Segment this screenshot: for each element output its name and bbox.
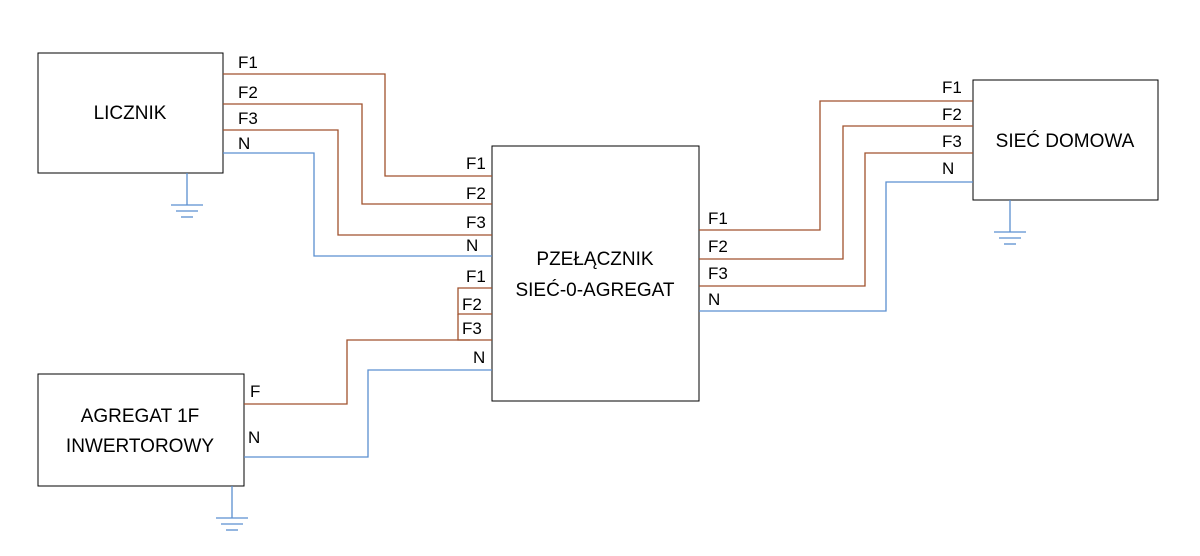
licznik-f2-label: F2 [238, 83, 258, 102]
switch-in2-n-label: N [473, 348, 485, 367]
agregat-ground-icon [216, 486, 248, 531]
siec-n-label: N [942, 159, 954, 178]
agregat-label-line1: AGREGAT 1F [81, 406, 200, 427]
siec-f1-label: F1 [942, 78, 962, 97]
switch-out-f2-label: F2 [708, 237, 728, 256]
switch-f3-wire [699, 152, 973, 287]
switch-in-n-label: N [466, 236, 478, 255]
switch-in-f1-label: F1 [466, 154, 486, 173]
licznik-n-label: N [238, 134, 250, 153]
switch-in-f3-label: F3 [466, 213, 486, 232]
licznik-box: LICZNIK [37, 52, 224, 174]
licznik-f3-label: F3 [238, 109, 258, 128]
agregat-bridge-f2-f3 [457, 314, 470, 341]
siec-domowa-box: SIEĆ DOMOWA [972, 79, 1159, 201]
licznik-f1-label: F1 [238, 53, 258, 72]
switch-out-n-label: N [708, 290, 720, 309]
switch-in2-f1-label: F1 [466, 267, 486, 286]
switch-in2-f2-label: F2 [462, 295, 482, 314]
switch-f2-wire [699, 125, 973, 260]
agregat-n-label: N [248, 428, 260, 447]
switch-in2-f3-label: F3 [462, 319, 482, 338]
siec-f3-label: F3 [942, 132, 962, 151]
licznik-f1-wire [223, 73, 492, 177]
licznik-f2-wire [223, 103, 492, 205]
agregat-box: AGREGAT 1F INWERTOROWY [37, 373, 245, 487]
switch-label-line1: PZEŁĄCZNIK [536, 249, 654, 270]
switch-n-wire [699, 181, 973, 312]
agregat-f-label: F [250, 382, 260, 401]
siec-domowa-label: SIEĆ DOMOWA [996, 130, 1135, 152]
switch-label-line2: SIEĆ-0-AGREGAT [515, 279, 674, 301]
agregat-bridge-f1-f2 [457, 287, 492, 315]
switch-out-f3-label: F3 [708, 264, 728, 283]
siec-domowa-ground-icon [994, 200, 1026, 245]
siec-f2-label: F2 [942, 105, 962, 124]
licznik-ground-icon [171, 173, 203, 218]
switch-out-f1-label: F1 [708, 209, 728, 228]
licznik-n-wire [223, 152, 492, 257]
agregat-label-line2: INWERTOROWY [66, 436, 214, 457]
switch-f1-wire [699, 100, 973, 231]
licznik-label: LICZNIK [94, 103, 167, 124]
licznik-f3-wire [223, 129, 492, 236]
switch-box: PZEŁĄCZNIK SIEĆ-0-AGREGAT [491, 145, 700, 402]
agregat-f-wire [244, 339, 492, 405]
switch-in-f2-label: F2 [466, 184, 486, 203]
agregat-n-wire [244, 369, 492, 458]
